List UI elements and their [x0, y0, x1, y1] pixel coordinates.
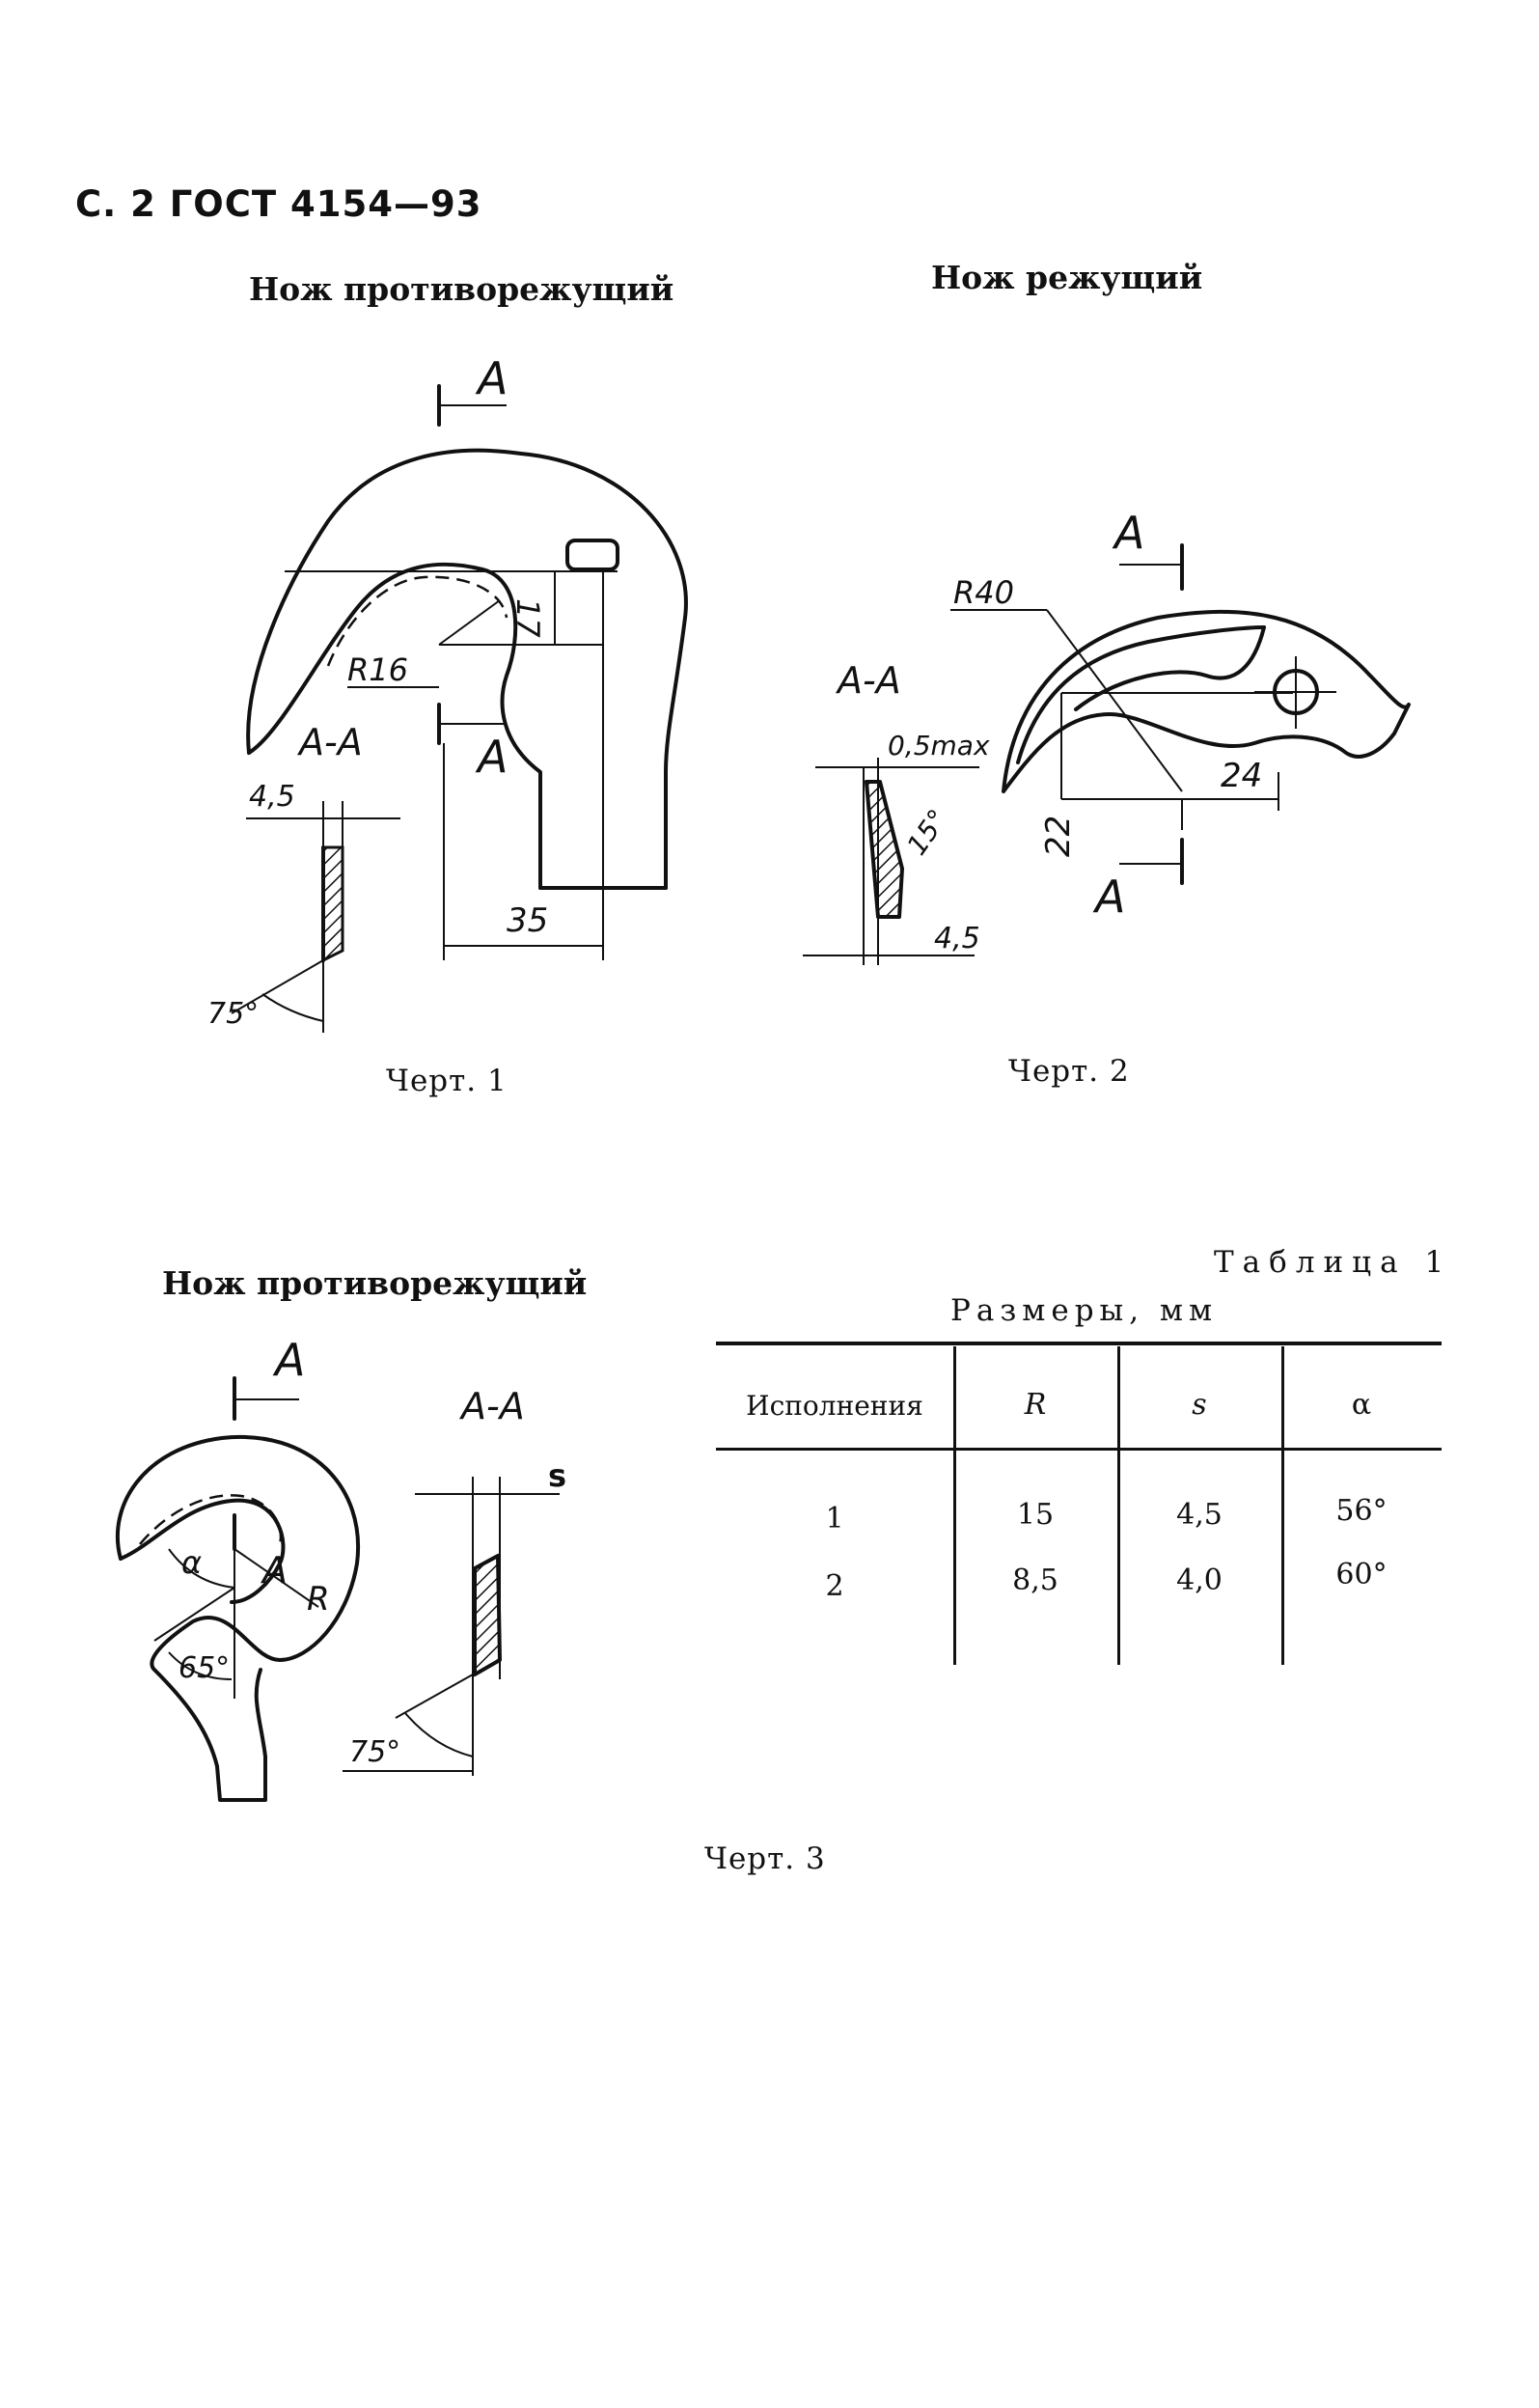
- table1-title: Таблица 1: [1214, 1245, 1453, 1280]
- table1-header-alpha: α: [1351, 1388, 1372, 1422]
- table1-header-r: R: [1024, 1388, 1047, 1422]
- fig1-radius: R16: [347, 651, 408, 688]
- fig2-a-bottom: A: [1092, 871, 1125, 923]
- fig2-a-top: A: [1112, 507, 1144, 559]
- fig2-thickness: 4,5: [934, 922, 980, 955]
- table1-row2-s: 4,0: [1176, 1564, 1223, 1597]
- table1-header-s: s: [1192, 1388, 1207, 1422]
- figure2-caption: Черт. 2: [1008, 1054, 1130, 1089]
- fig1-section-aa: A-A: [296, 721, 363, 763]
- fig2-dim-24: 24: [1221, 757, 1262, 795]
- figure3-caption: Черт. 3: [704, 1841, 826, 1876]
- fig2-radius: R40: [953, 574, 1014, 611]
- fig3-angle-65: 65°: [179, 1651, 230, 1685]
- fig2-max: 0,5max: [888, 730, 990, 761]
- table1-header-variant: Исполнения: [746, 1390, 923, 1422]
- fig1-a-bottom: A: [475, 731, 508, 783]
- table1-top-rule: [716, 1342, 1442, 1345]
- table1-row2-r: 8,5: [1012, 1564, 1058, 1597]
- table1-row1-r: 15: [1016, 1498, 1055, 1532]
- figure2-title: Нож режущий: [931, 259, 1203, 296]
- figure3-title: Нож противорежущий: [162, 1264, 588, 1302]
- table1-row2-alpha: 60°: [1335, 1558, 1388, 1591]
- page-header: С. 2 ГОСТ 4154—93: [75, 183, 482, 225]
- figure1-title: Нож противорежущий: [249, 270, 674, 308]
- fig2-dim-22: 22: [1039, 816, 1078, 857]
- table1-col-sep-2: [1117, 1346, 1120, 1665]
- fig1-angle: 75°: [207, 997, 259, 1031]
- fig3-a: A: [272, 1334, 305, 1386]
- table1-subtitle: Размеры, мм: [950, 1293, 1219, 1328]
- table1-col-sep-1: [953, 1346, 956, 1665]
- table1-row2-variant: 2: [825, 1569, 844, 1603]
- fig3-angle-75: 75°: [349, 1735, 400, 1769]
- table1-row1-s: 4,5: [1176, 1498, 1223, 1532]
- fig3-thickness: s: [548, 1457, 566, 1494]
- table1-row1-variant: 1: [825, 1502, 844, 1536]
- table1-header-rule: [716, 1448, 1442, 1451]
- fig1-a-top: A: [475, 352, 508, 404]
- fig1-dim-35: 35: [507, 901, 548, 940]
- table1-col-sep-3: [1281, 1346, 1284, 1665]
- fig2-section-aa: A-A: [835, 659, 901, 702]
- fig3-alpha: α: [181, 1544, 202, 1581]
- fig1-thickness: 4,5: [249, 780, 295, 814]
- fig3-section-aa: A-A: [458, 1385, 525, 1427]
- fig1-dim-17: 17: [509, 598, 546, 638]
- fig3-radius: R: [307, 1580, 330, 1619]
- figure1-caption: Черт. 1: [386, 1064, 508, 1098]
- table1-row1-alpha: 56°: [1335, 1494, 1388, 1528]
